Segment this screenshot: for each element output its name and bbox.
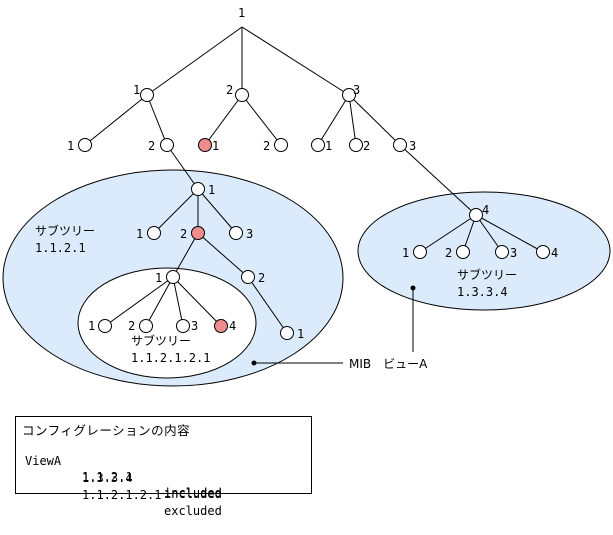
tree-node — [495, 245, 509, 259]
mib-tree-diagram: 1 1 2 3 1 2 1 2 1 2 3 1 1 2 3 1 2 1 1 2 … — [2, 6, 611, 387]
config-view-name: ViewA — [25, 454, 62, 468]
tree-node — [147, 226, 161, 240]
subtree-1.3.3.4-region — [357, 191, 611, 311]
node-label: 2 — [226, 83, 233, 97]
node-label: 2 — [128, 319, 135, 333]
subtree-1.1.2.1-oid: 1.1.2.1 — [35, 241, 86, 255]
tree-node — [536, 245, 550, 259]
node-label: 2 — [263, 139, 270, 153]
tree-node — [280, 326, 294, 340]
tree-node — [311, 138, 325, 152]
subtree-1.3.3.4-oid: 1.3.3.4 — [457, 285, 508, 299]
tree-node — [160, 138, 174, 152]
mib-view-anchor-dot — [251, 360, 257, 366]
node-label: 2 — [445, 246, 452, 260]
config-row: 1.3.3.4 included — [16, 454, 311, 501]
config-row: ViewA 1.1.2.1 included — [16, 437, 311, 500]
config-oid: 1.1.2.1 — [82, 470, 133, 484]
node-label: 1 — [136, 227, 143, 241]
tree-node-highlighted — [214, 319, 228, 333]
tree-node — [274, 138, 288, 152]
node-labels: 1 1 2 3 1 2 1 2 1 2 3 1 1 2 3 1 2 1 1 2 … — [67, 6, 558, 341]
tree-node — [456, 245, 470, 259]
node-label: 2 — [148, 139, 155, 153]
tree-node — [469, 208, 483, 222]
configuration-title: コンフィグレーションの内容 — [22, 423, 191, 438]
tree-node — [166, 270, 180, 284]
tree-node — [349, 138, 363, 152]
tree-node — [140, 88, 154, 102]
tree-node — [235, 88, 249, 102]
tree-node-highlighted — [198, 138, 212, 152]
tree-node — [241, 270, 255, 284]
node-label: 3 — [353, 83, 360, 97]
node-label: 1 — [297, 327, 304, 341]
node-label: 1 — [208, 183, 215, 197]
mib-view-anchor-dot — [410, 285, 416, 291]
tree-nodes — [78, 88, 550, 340]
tree-node-highlighted — [191, 226, 205, 240]
subtree-1.1.2.1-caption: サブツリー — [35, 223, 95, 238]
node-label: 1 — [325, 139, 332, 153]
node-label: 1 — [402, 246, 409, 260]
tree-edges — [84, 26, 544, 364]
tree-node — [176, 319, 190, 333]
node-label: 1 — [88, 319, 95, 333]
tree-node — [393, 138, 407, 152]
config-row: 1.1.2.1.2.1 excluded — [16, 471, 311, 518]
node-label: 2 — [180, 227, 187, 241]
node-label: 1 — [67, 139, 74, 153]
node-label: 1 — [133, 83, 140, 97]
tree-node — [413, 245, 427, 259]
tree-node — [342, 88, 356, 102]
node-label: 4 — [482, 203, 489, 217]
node-label: 2 — [258, 271, 265, 285]
config-type: included — [164, 487, 222, 501]
config-oid: 1.3.3.4 — [82, 471, 133, 485]
subtree-1.1.2.1.2.1-caption: サブツリー — [131, 333, 191, 348]
node-label: 1 — [212, 139, 219, 153]
mib-view-label: MIB ビューA — [349, 357, 428, 371]
node-label: 4 — [229, 319, 236, 333]
tree-node — [98, 319, 112, 333]
node-label: 3 — [246, 227, 253, 241]
node-label: 3 — [510, 246, 517, 260]
node-label: 2 — [363, 139, 370, 153]
node-label: 3 — [409, 139, 416, 153]
node-label: 4 — [551, 246, 558, 260]
subtree-1.3.3.4-caption: サブツリー — [457, 267, 517, 282]
tree-node — [229, 226, 243, 240]
tree-node — [139, 319, 153, 333]
tree-node — [191, 182, 205, 196]
subtree-1.1.2.1.2.1-oid: 1.1.2.1.2.1 — [131, 351, 210, 365]
config-type: excluded — [164, 504, 222, 518]
tree-node — [78, 138, 92, 152]
node-label: 3 — [191, 319, 198, 333]
configuration-box: コンフィグレーションの内容 ViewA 1.1.2.1 included 1.3… — [15, 416, 312, 518]
config-oid: 1.1.2.1.2.1 — [82, 488, 162, 502]
node-label: 1 — [238, 6, 245, 20]
subtree-1.1.2.1.2.1-excluded-region — [77, 267, 257, 379]
node-label: 1 — [155, 271, 162, 285]
